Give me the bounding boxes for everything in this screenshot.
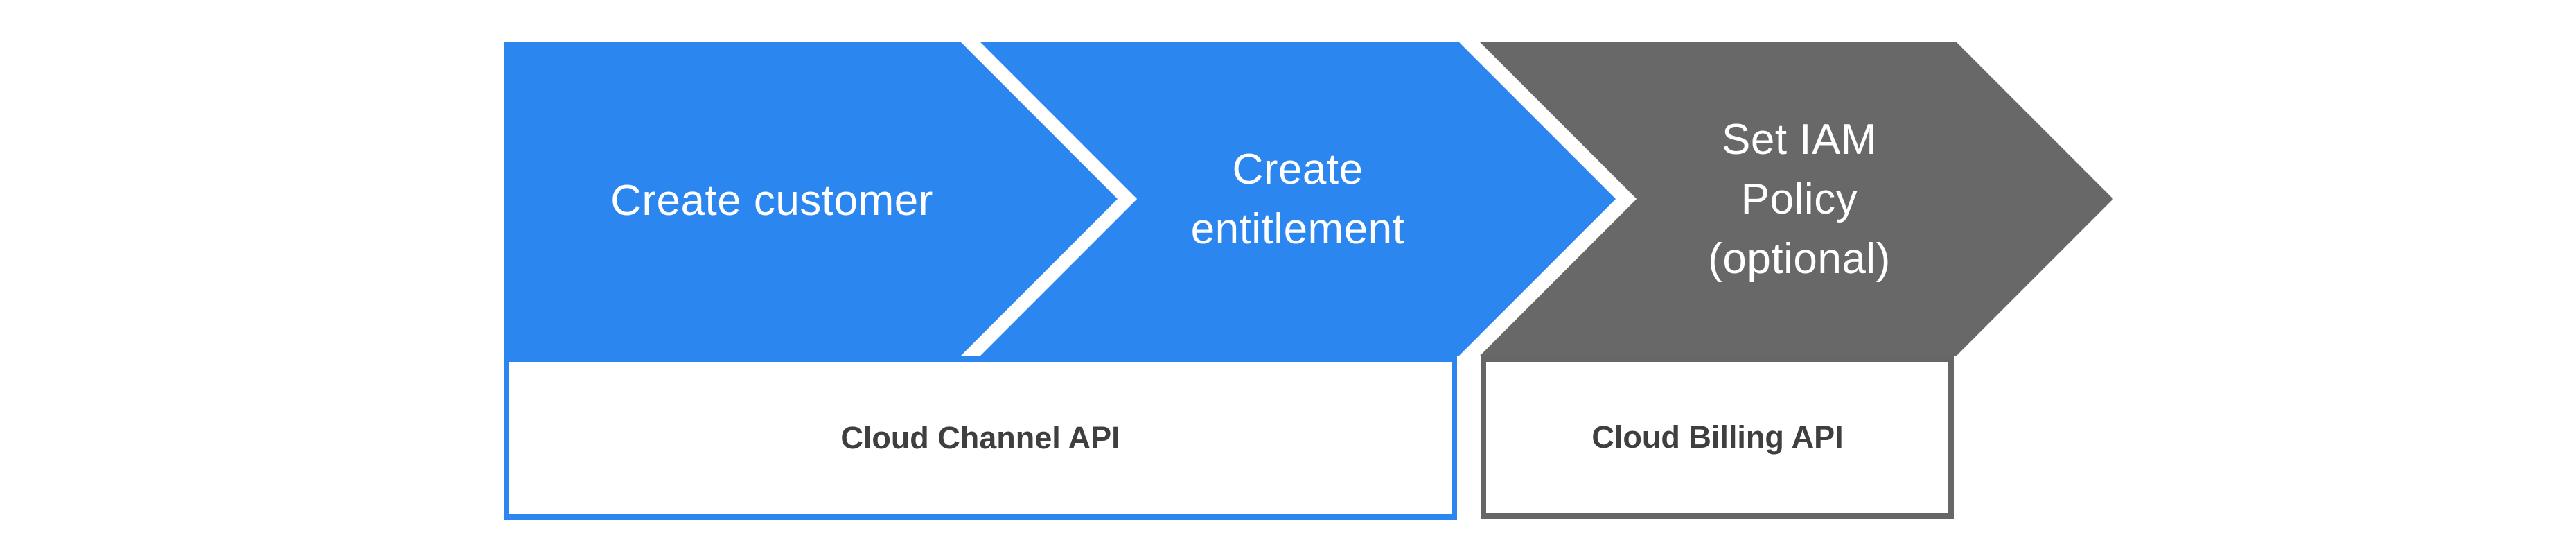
cloud-channel-api-box — [504, 356, 1457, 520]
cloud-billing-api-box — [1481, 356, 1954, 518]
chevron-arrow-create-entitlement — [980, 42, 1616, 356]
chevron-arrow-create-customer — [504, 42, 1118, 356]
chevron-arrow-set-iam-policy — [1479, 42, 2113, 356]
